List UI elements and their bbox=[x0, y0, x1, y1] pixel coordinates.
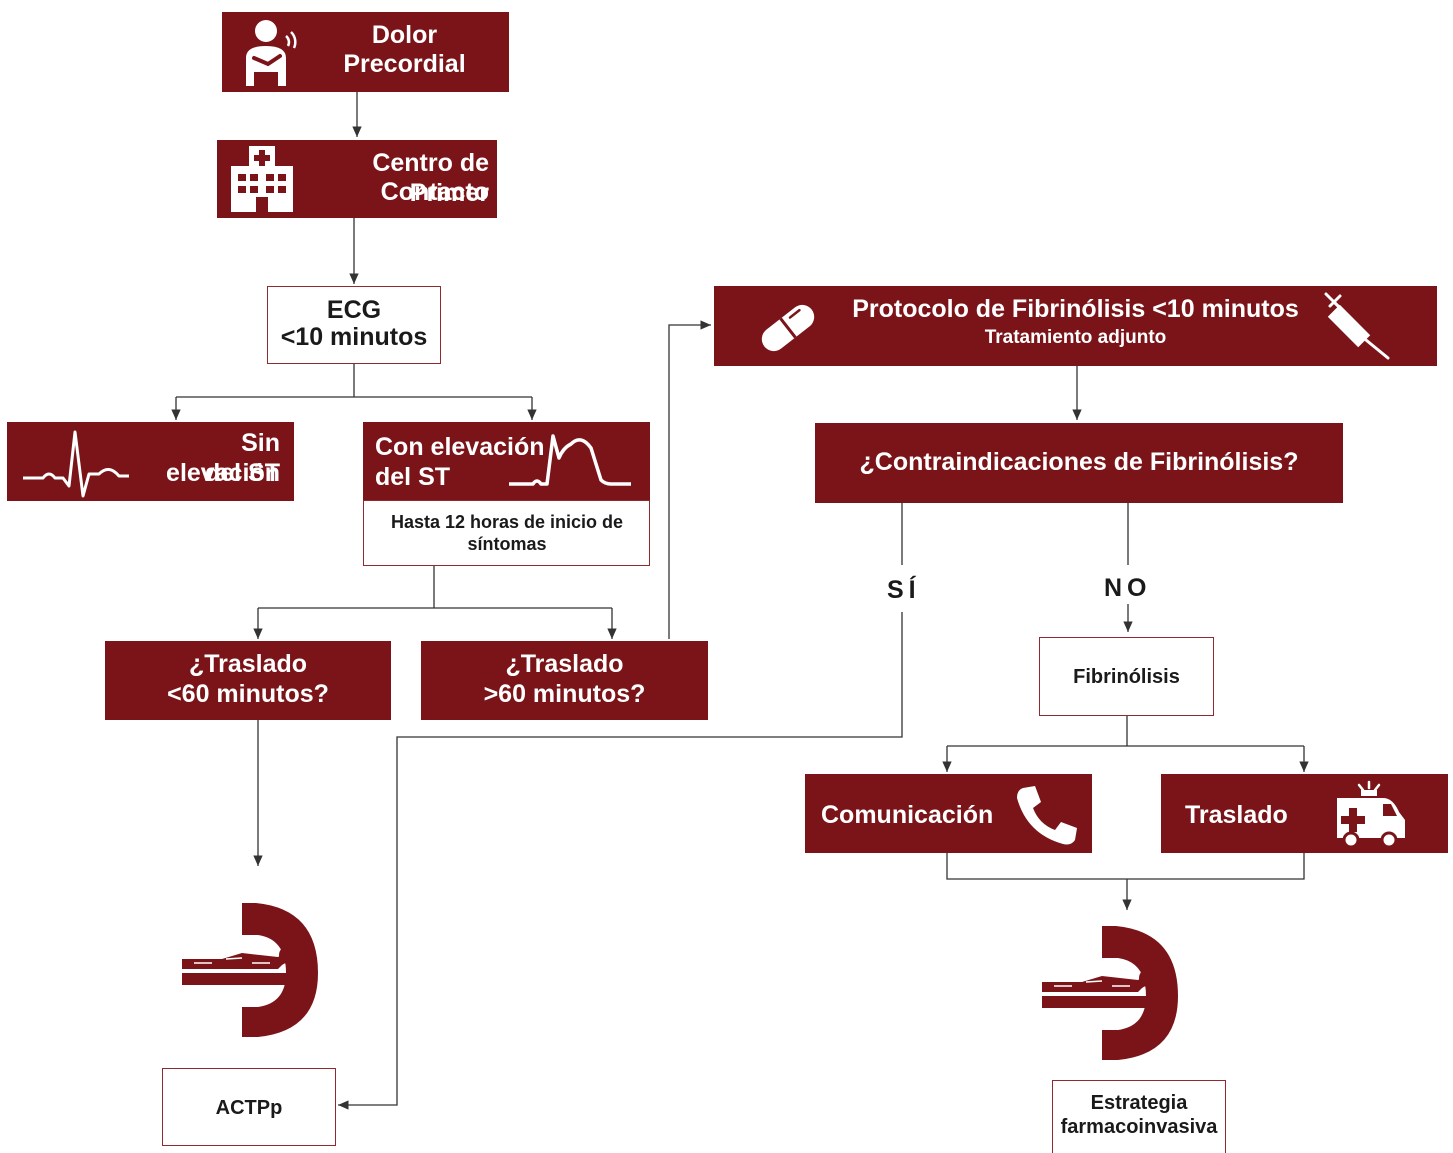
contraindications-label: ¿Contraindicaciones de Fibrinólisis? bbox=[859, 448, 1299, 476]
syringe-icon bbox=[1324, 292, 1390, 360]
fibrinolysis-box: Fibrinólisis bbox=[1039, 637, 1214, 716]
transfer-label: Traslado bbox=[1185, 801, 1288, 829]
no-st-elevation-box: Sin elevación del ST bbox=[7, 422, 294, 501]
transfer-over-60-line2: >60 minutos? bbox=[483, 680, 646, 708]
fibrinolysis-label: Fibrinólisis bbox=[1073, 666, 1180, 688]
first-contact-line1: Centro de Primer bbox=[372, 149, 489, 207]
ecg-line2: <10 minutos bbox=[280, 323, 428, 351]
patient-chest-pain-icon bbox=[246, 20, 297, 86]
st-line1: Con elevación bbox=[375, 433, 545, 461]
contraindications-box: ¿Contraindicaciones de Fibrinólisis? bbox=[815, 423, 1343, 503]
actpp-label: ACTPp bbox=[215, 1097, 283, 1119]
st-elevation-wave-icon bbox=[509, 434, 631, 486]
hospital-icon bbox=[231, 146, 293, 212]
st-line2: del ST bbox=[375, 463, 451, 491]
fibrinolysis-protocol-line1: Protocolo de Fibrinólisis <10 minutos bbox=[852, 295, 1299, 323]
communication-label: Comunicación bbox=[821, 801, 994, 829]
transfer-over-60-box: ¿Traslado >60 minutos? bbox=[421, 641, 708, 720]
ambulance-icon bbox=[1337, 780, 1405, 849]
st-note-box: Hasta 12 horas de inicio de síntomas bbox=[363, 500, 650, 566]
no-label: NO bbox=[1104, 574, 1152, 602]
first-contact-line2: Contacto bbox=[380, 178, 489, 206]
no-st-line1: Sin elevación bbox=[166, 429, 280, 487]
chest-pain-box: Dolor Precordial bbox=[222, 12, 509, 92]
cath-lab-icon bbox=[182, 903, 318, 1037]
transfer-under-60-line2: <60 minutos? bbox=[167, 680, 329, 708]
transfer-over-60-line1: ¿Traslado bbox=[505, 650, 624, 678]
strategy-line2: farmacoinvasiva bbox=[1060, 1116, 1218, 1138]
no-st-line2: del ST bbox=[204, 459, 280, 487]
capsule-icon bbox=[761, 304, 815, 352]
communication-box: Comunicación bbox=[805, 774, 1092, 853]
fibrinolysis-protocol-line2: Tratamiento adjunto bbox=[984, 327, 1167, 348]
phone-icon bbox=[1017, 786, 1077, 845]
transfer-box: Traslado bbox=[1161, 774, 1448, 853]
chest-pain-line2: Precordial bbox=[343, 50, 466, 78]
strategy-box: Estrategia farmacoinvasiva bbox=[1052, 1080, 1226, 1153]
fibrinolysis-protocol-box: Protocolo de Fibrinólisis <10 minutos Tr… bbox=[714, 286, 1437, 366]
strategy-line1: Estrategia bbox=[1090, 1092, 1188, 1114]
ecg-box: ECG <10 minutos bbox=[267, 286, 441, 364]
st-elevation-box: Con elevación del ST bbox=[363, 422, 650, 500]
cath-lab-icon bbox=[1042, 926, 1178, 1060]
yes-label: SÍ bbox=[887, 576, 921, 604]
transfer-under-60-line1: ¿Traslado bbox=[188, 650, 308, 678]
ecg-line1: ECG bbox=[326, 296, 382, 324]
first-contact-box: Centro de Primer Contacto bbox=[217, 140, 497, 218]
transfer-under-60-box: ¿Traslado <60 minutos? bbox=[105, 641, 391, 720]
ecg-wave-icon bbox=[23, 430, 129, 498]
st-note-text: Hasta 12 horas de inicio de síntomas bbox=[390, 512, 624, 554]
actpp-box: ACTPp bbox=[162, 1068, 336, 1146]
chest-pain-line1: Dolor bbox=[371, 21, 438, 49]
